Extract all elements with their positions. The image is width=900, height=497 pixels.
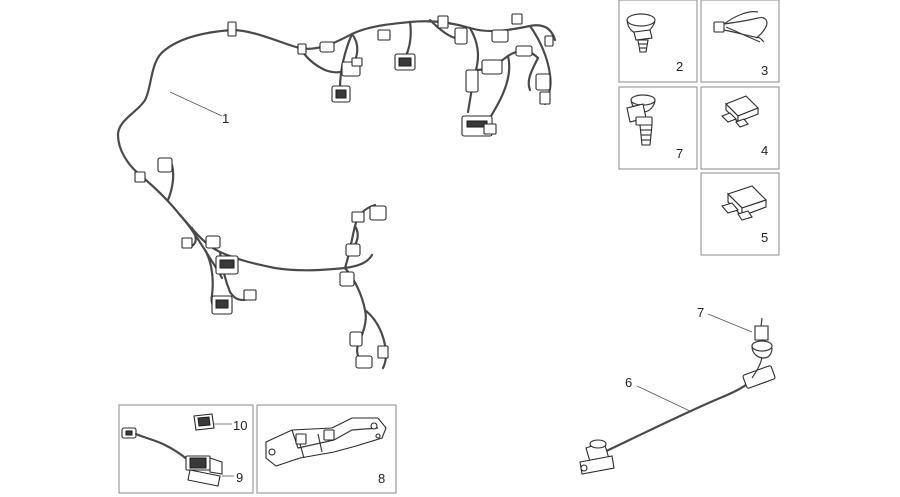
box-fuse-small: 4: [700, 86, 780, 170]
clip-bolt-leader: [707, 313, 753, 333]
label-fuse-small: 4: [761, 143, 768, 158]
label-relay-cable: 9: [236, 470, 243, 485]
box-cable-tie: 3: [700, 0, 780, 83]
label-fuse-large: 5: [761, 230, 768, 245]
clip-bolt-icon: [626, 94, 656, 146]
fuse-large-icon: [721, 185, 768, 221]
sensor-cable: [579, 317, 776, 475]
label-clip: 2: [676, 59, 683, 74]
cable-tie-icon: [713, 11, 768, 43]
sensor-cable-leader: [636, 385, 693, 413]
main-wiring-harness: [116, 13, 557, 370]
relay-cable-icon: [121, 413, 223, 487]
box-clip-bolt: 7: [618, 86, 698, 170]
label-bracket: 8: [378, 471, 385, 486]
clip-icon: [626, 13, 656, 53]
fuse-icon: [721, 95, 759, 128]
harness-leader: [169, 91, 223, 117]
label-sensor-cable: 6: [625, 375, 632, 390]
label-cable-tie: 3: [761, 63, 768, 78]
box-fuse-large: 5: [700, 172, 780, 256]
label-rubber-boot: 10: [233, 418, 247, 433]
box-clip: 2: [618, 0, 698, 83]
label-clip-bolt-box: 7: [676, 146, 683, 161]
label-clip-bolt-callout: 7: [697, 305, 704, 320]
box-relay-cable: 10 9: [118, 404, 254, 494]
label-harness: 1: [222, 111, 229, 126]
bracket-icon: [265, 417, 387, 467]
box-bracket: 8: [256, 404, 397, 494]
